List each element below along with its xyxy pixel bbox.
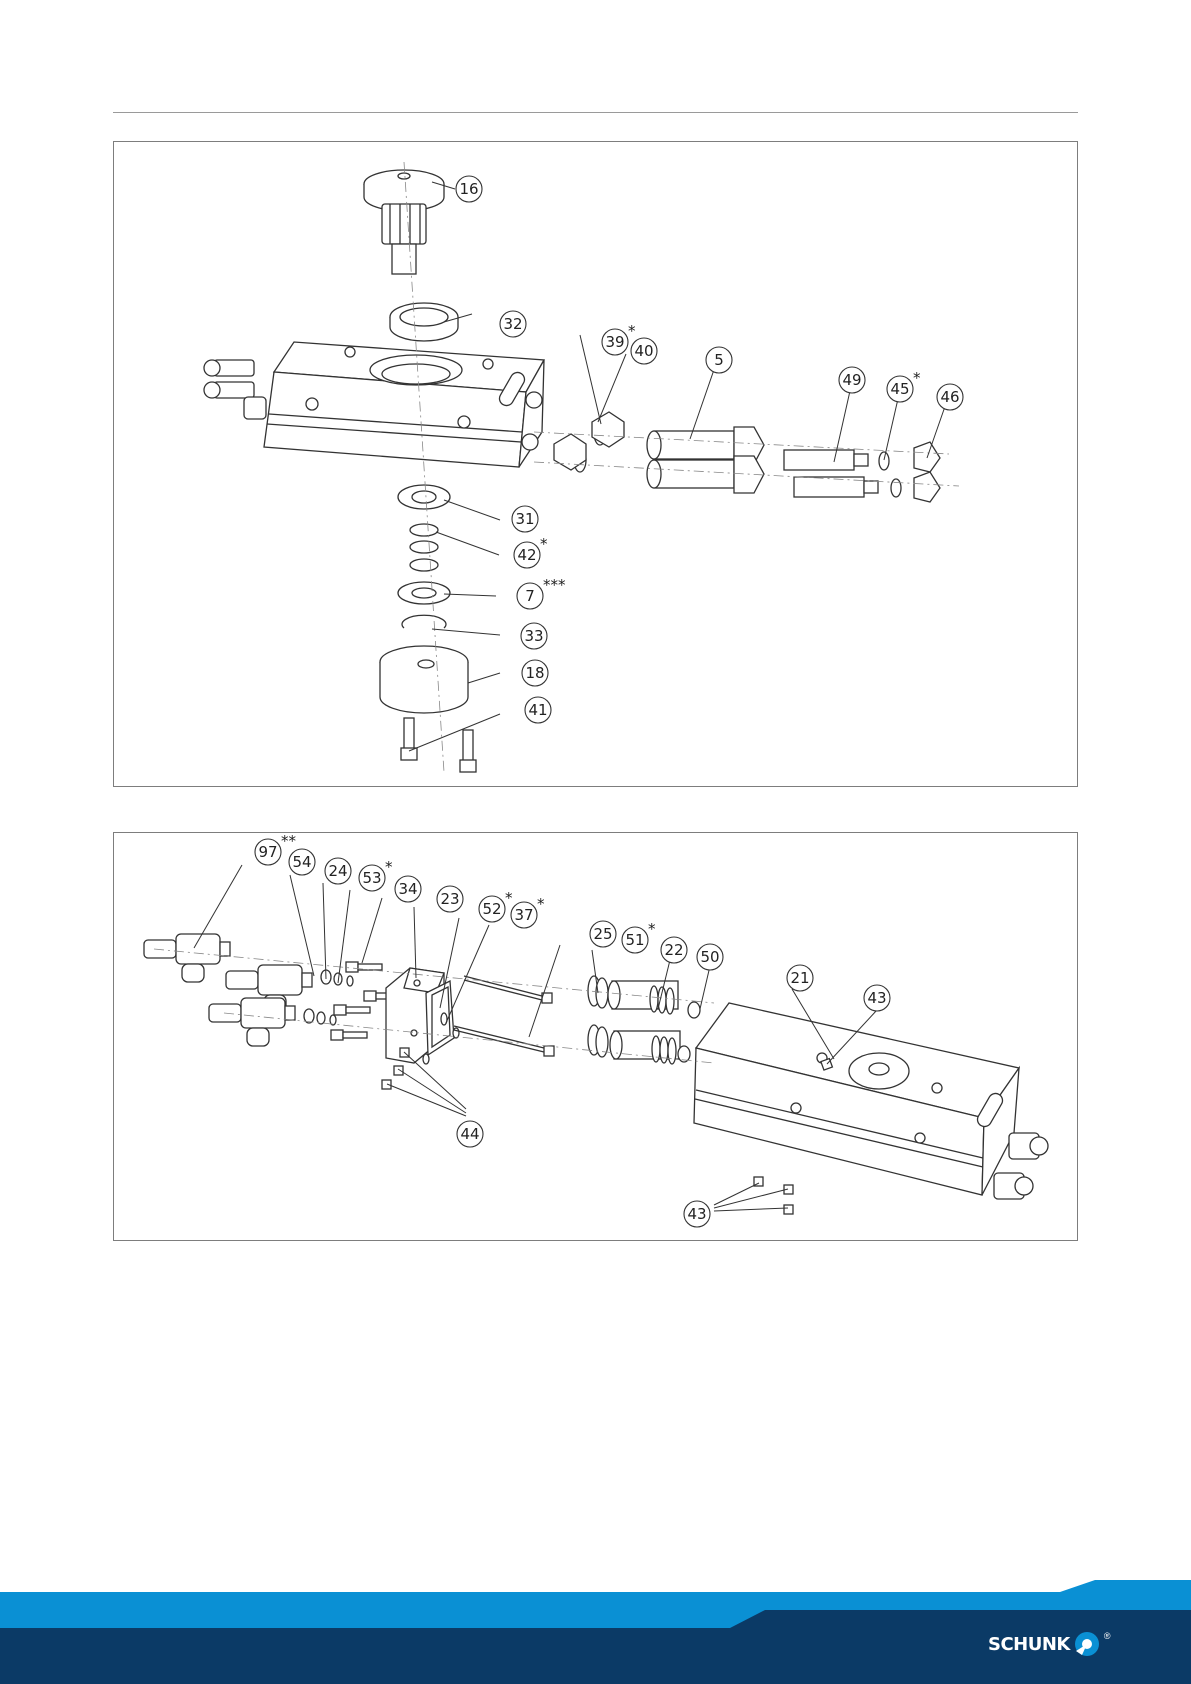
bottom-callout-37: 37* [511, 895, 545, 928]
callout-asterisk: ** [281, 833, 297, 850]
callout-label: 45 [890, 380, 909, 398]
part-gasket [423, 981, 459, 1064]
part-long-rods [454, 976, 554, 1056]
callout-label: 23 [440, 890, 459, 908]
top-callout-45: 45* [887, 369, 921, 402]
part-pistons [588, 976, 700, 1064]
callout-label: 49 [842, 371, 861, 389]
bottom-callout-34: 34 [395, 876, 421, 902]
top-callout-33: 33 [521, 623, 547, 649]
part-housing-bottom [694, 1003, 1048, 1199]
callout-asterisk: * [628, 322, 636, 340]
part-housing [264, 342, 544, 467]
top-callout-40: 40 [631, 338, 657, 364]
top-callout-32: 32 [500, 311, 526, 337]
callout-label: 18 [525, 664, 544, 682]
schunk-logo: SCHUNK ® [988, 1629, 1111, 1659]
top-callout-46: 46 [937, 384, 963, 410]
part-pinion-flange [364, 170, 444, 274]
callout-label: 97 [258, 843, 277, 861]
callout-label: 21 [790, 969, 809, 987]
callout-label: 31 [515, 510, 534, 528]
part-bearing-ring [390, 303, 458, 341]
callout-asterisk: * [648, 920, 656, 938]
brand-name: SCHUNK [988, 1634, 1070, 1655]
top-callout-42: 42* [514, 535, 548, 568]
top-callout-31: 31 [512, 506, 538, 532]
callout-asterisk: * [913, 369, 921, 387]
callout-label: 43 [687, 1205, 706, 1223]
callout-label: 46 [940, 388, 959, 406]
callout-label: 37 [514, 906, 533, 924]
bottom-callout-44: 44 [457, 1121, 483, 1147]
callout-label: 33 [524, 627, 543, 645]
gripper-logo-icon [1074, 1631, 1100, 1657]
callout-label: 53 [362, 869, 381, 887]
top-callout-18: 18 [522, 660, 548, 686]
bottom-callout-24: 24 [325, 858, 351, 884]
callout-label: 44 [460, 1125, 479, 1143]
bottom-callout-25: 25 [590, 921, 616, 947]
callout-label: 54 [292, 853, 311, 871]
top-callout-16: 16 [456, 176, 482, 202]
part-right-assembly [554, 412, 940, 502]
callout-label: 24 [328, 862, 347, 880]
top-callout-5: 5 [706, 347, 732, 373]
callout-label: 39 [605, 333, 624, 351]
callout-label: 40 [634, 342, 653, 360]
bottom-callout-21: 21 [787, 965, 813, 991]
callout-label: 7 [525, 587, 535, 605]
callout-asterisk: *** [543, 576, 566, 594]
top-callout-49: 49 [839, 367, 865, 393]
bottom-callout-50: 50 [697, 944, 723, 970]
callout-label: 52 [482, 900, 501, 918]
top-callout-7: 7 *** [517, 576, 566, 609]
callout-label: 34 [398, 880, 417, 898]
callout-label: 22 [664, 941, 683, 959]
callout-label: 50 [700, 948, 719, 966]
callout-label: 16 [459, 180, 478, 198]
bottom-callout-23: 23 [437, 886, 463, 912]
bottom-callout-43: 43 [684, 1201, 710, 1227]
callout-label: 5 [714, 351, 724, 369]
callout-asterisk: * [537, 895, 545, 913]
bottom-callout-22: 22 [661, 937, 687, 963]
callout-label: 25 [593, 925, 612, 943]
callout-asterisk: * [385, 858, 393, 876]
registered-mark: ® [1104, 1631, 1111, 1641]
part-fittings-left [204, 360, 266, 419]
bottom-callout-53: 53* [359, 858, 393, 891]
bottom-callout-54: 54 [289, 849, 315, 875]
callout-label: 51 [625, 931, 644, 949]
callout-asterisk: * [505, 889, 513, 907]
exploded-view-top: 163239*4054945*463142*7***331841 [113, 141, 1078, 787]
top-callout-41: 41 [525, 697, 551, 723]
callout-asterisk: * [540, 535, 548, 553]
bottom-callout-43: 43 [864, 985, 890, 1011]
callout-label: 43 [867, 989, 886, 1007]
callout-label: 32 [503, 315, 522, 333]
callout-label: 41 [528, 701, 547, 719]
header-rule [113, 112, 1078, 113]
bottom-callout-51: 51* [622, 920, 656, 953]
callout-label: 42 [517, 546, 536, 564]
bottom-callout-52: 52* [479, 889, 513, 922]
